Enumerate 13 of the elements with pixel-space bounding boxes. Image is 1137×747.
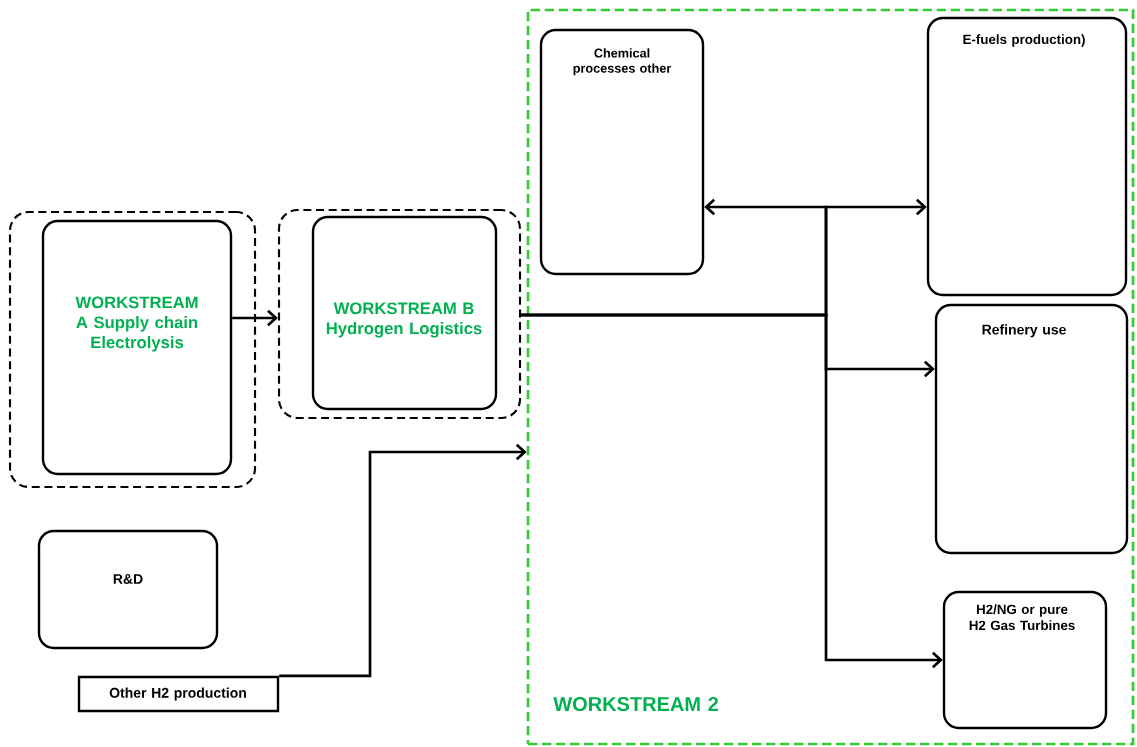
arrow <box>232 309 278 327</box>
arrow <box>521 313 943 669</box>
process-box: WORKSTREAM B Hydrogen Logistics <box>311 215 498 411</box>
group-box <box>8 210 257 489</box>
process-box: WORKSTREAM A Supply chain Electrolysis <box>41 219 233 476</box>
process-box: Chemical processes other <box>539 28 705 276</box>
process-box: Other H2 production <box>77 675 280 713</box>
group-box <box>277 208 522 420</box>
process-box: H2/NG or pure H2 Gas Turbines <box>942 590 1108 730</box>
process-box: Refinery use <box>934 303 1129 555</box>
arrow <box>279 443 527 678</box>
process-box: E-fuels production) <box>926 16 1128 297</box>
process-box: R&D <box>37 529 219 650</box>
